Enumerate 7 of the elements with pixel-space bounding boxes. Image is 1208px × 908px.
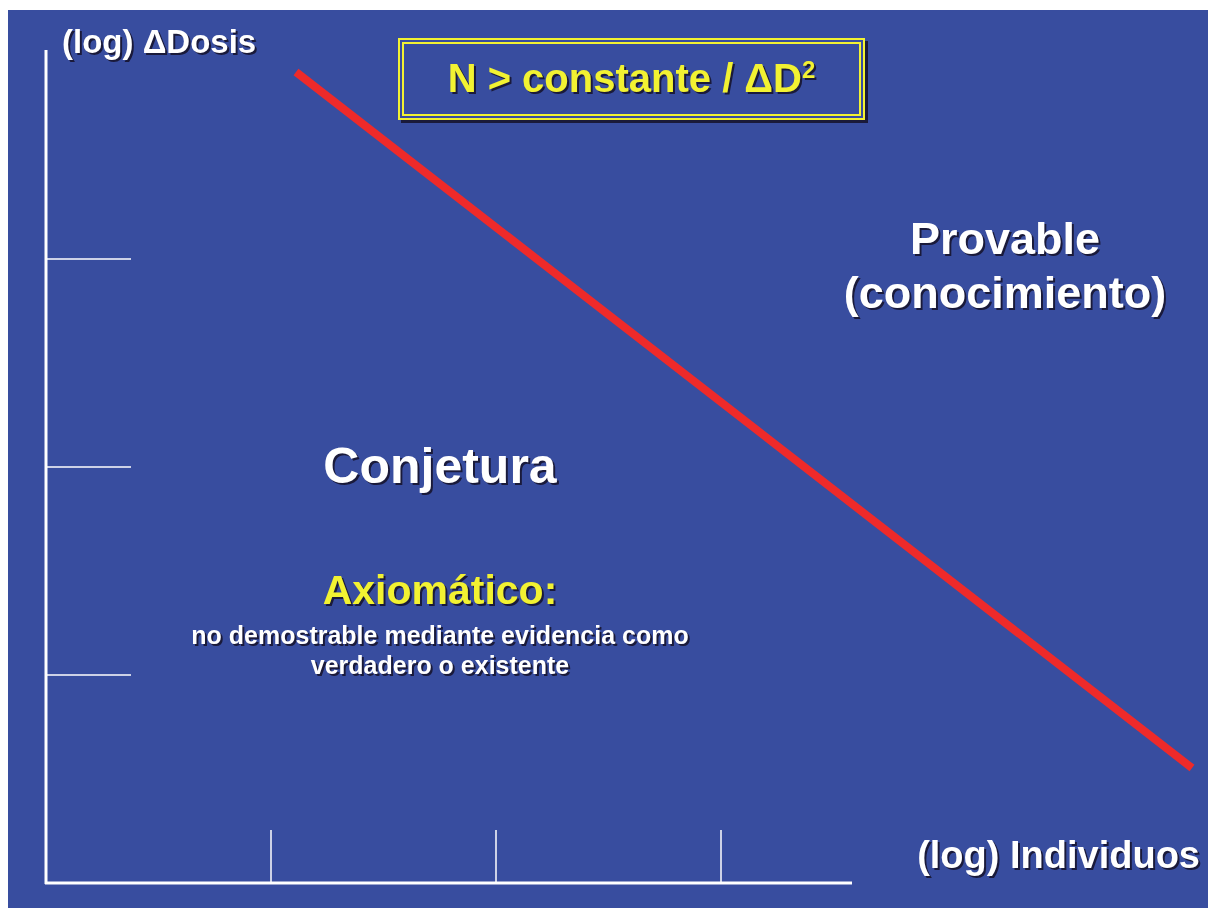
term-heading: Axiomático: (321, 566, 559, 615)
region-label: Conjetura (322, 437, 558, 496)
definition-text: no demostrable mediante evidencia como verdadero o existente (190, 620, 690, 680)
y-axis-label: (log) ΔDosis (62, 22, 258, 62)
region-label: Provable (conocimiento) (842, 212, 1168, 320)
formula-box: N > constante / ΔD$^{2}$ (398, 38, 865, 120)
x-axis-label: (log) Individuos (916, 833, 1200, 878)
